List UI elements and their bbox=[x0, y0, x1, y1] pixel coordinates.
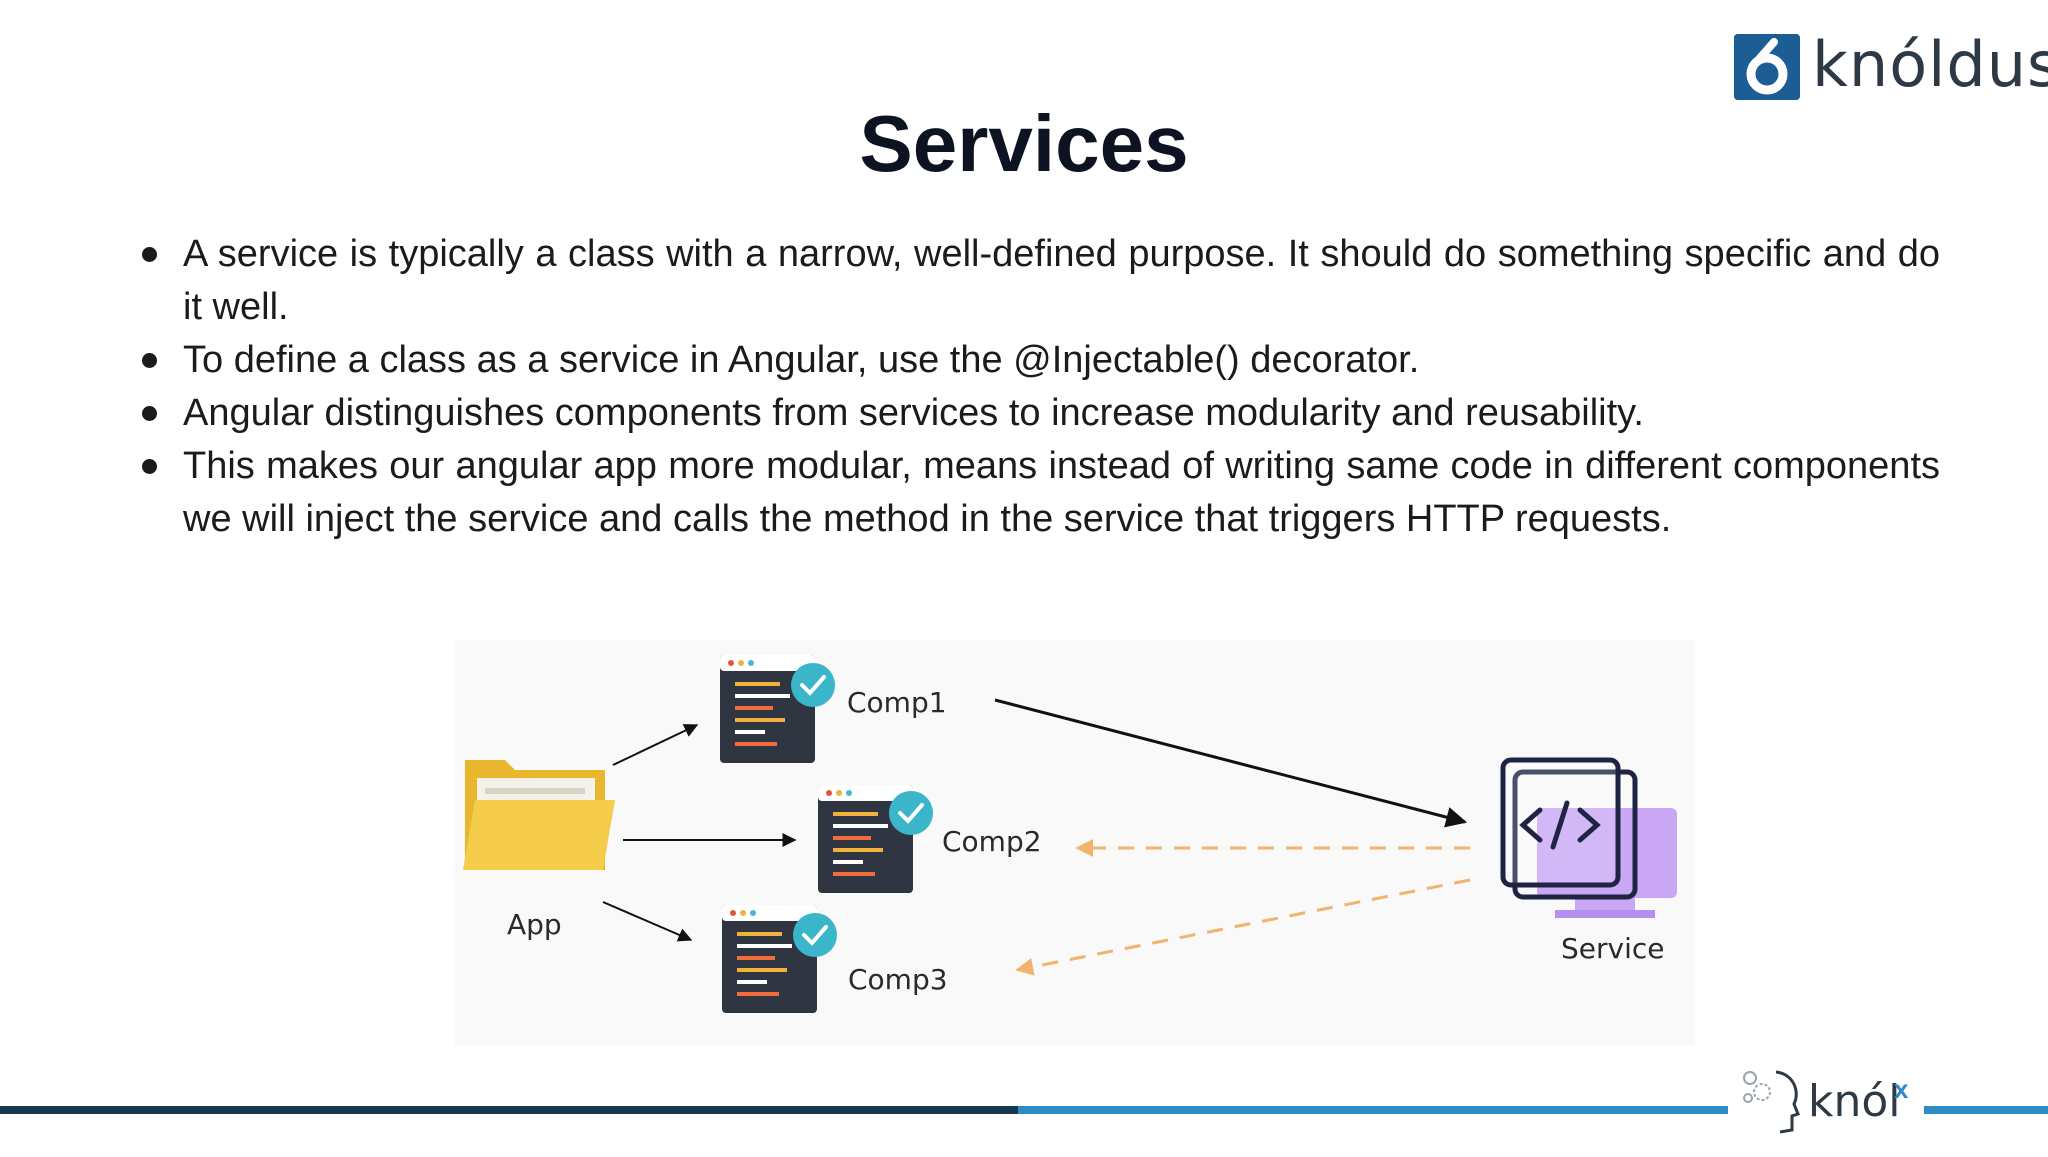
check-badge-icon bbox=[793, 913, 837, 957]
knoldus-logo: knóldus bbox=[1734, 28, 2048, 108]
code-monitor-icon bbox=[1500, 757, 1677, 918]
bullet-item: This makes our angular app more modular,… bbox=[140, 440, 1940, 546]
bullet-item: To define a class as a service in Angula… bbox=[140, 334, 1940, 387]
bullet-list: A service is typically a class with a na… bbox=[140, 228, 1940, 546]
folder-icon bbox=[463, 760, 615, 870]
knoldus-logo-text: knóldus bbox=[1812, 28, 2048, 101]
service-diagram: App Comp1 Comp2 Comp3 Service bbox=[455, 640, 1695, 1045]
check-badge-icon bbox=[889, 791, 933, 835]
app-label: App bbox=[507, 908, 562, 941]
knolx-logo-sup: x bbox=[1894, 1074, 1909, 1104]
knolx-logo-text: knól bbox=[1808, 1076, 1901, 1127]
knolx-head-icon bbox=[1743, 1070, 1800, 1134]
knoldus-logo-mark-icon bbox=[1734, 34, 1800, 100]
footer-bar bbox=[0, 1106, 2048, 1114]
bullet-item: Angular distinguishes components from se… bbox=[140, 387, 1940, 440]
knolx-logo: knól x bbox=[1728, 1052, 1924, 1152]
service-label: Service bbox=[1561, 932, 1665, 965]
bullet-item: A service is typically a class with a na… bbox=[140, 228, 1940, 334]
comp3-label: Comp3 bbox=[848, 963, 948, 996]
comp2-label: Comp2 bbox=[942, 825, 1042, 858]
check-badge-icon bbox=[791, 663, 835, 707]
slide-title: Services bbox=[859, 99, 1189, 188]
comp1-label: Comp1 bbox=[847, 686, 947, 719]
footer-bar-light bbox=[1018, 1106, 2048, 1114]
footer-bar-dark bbox=[0, 1106, 1018, 1114]
